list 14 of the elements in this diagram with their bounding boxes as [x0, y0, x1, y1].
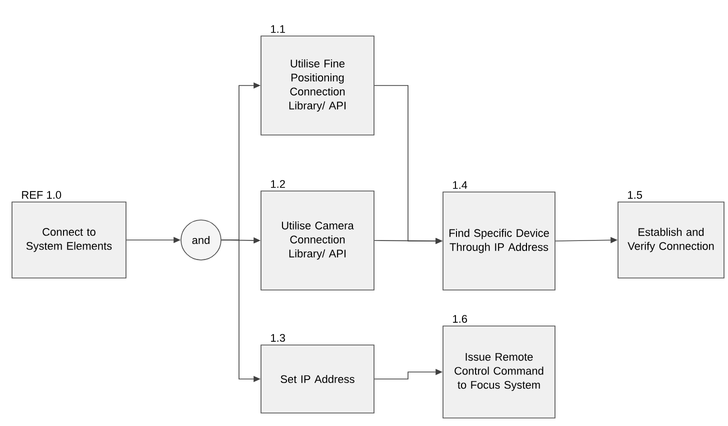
step-number: 1.6	[453, 315, 467, 323]
process-box: Utilise Fine Positioning Connection Library/ API	[260, 36, 374, 136]
step-number: 1.4	[453, 181, 468, 189]
step-number: 1.2	[271, 180, 285, 188]
step-number: 1.1	[271, 25, 285, 33]
process-box: Set IP Address	[260, 344, 374, 414]
process-box: Utilise Camera Connection Library/ API	[260, 190, 374, 290]
process-box: Connect to System Elements	[12, 202, 126, 278]
step-number: 1.5	[628, 191, 642, 199]
step-number: REF 1.0	[22, 191, 62, 199]
process-box: Establish and Verify Connection	[618, 202, 724, 278]
process-box: Find Specific Device Through IP Address	[442, 192, 556, 290]
process-box: Issue Remote Control Command to Focus System	[442, 326, 556, 418]
step-number: 1.3	[271, 334, 285, 342]
